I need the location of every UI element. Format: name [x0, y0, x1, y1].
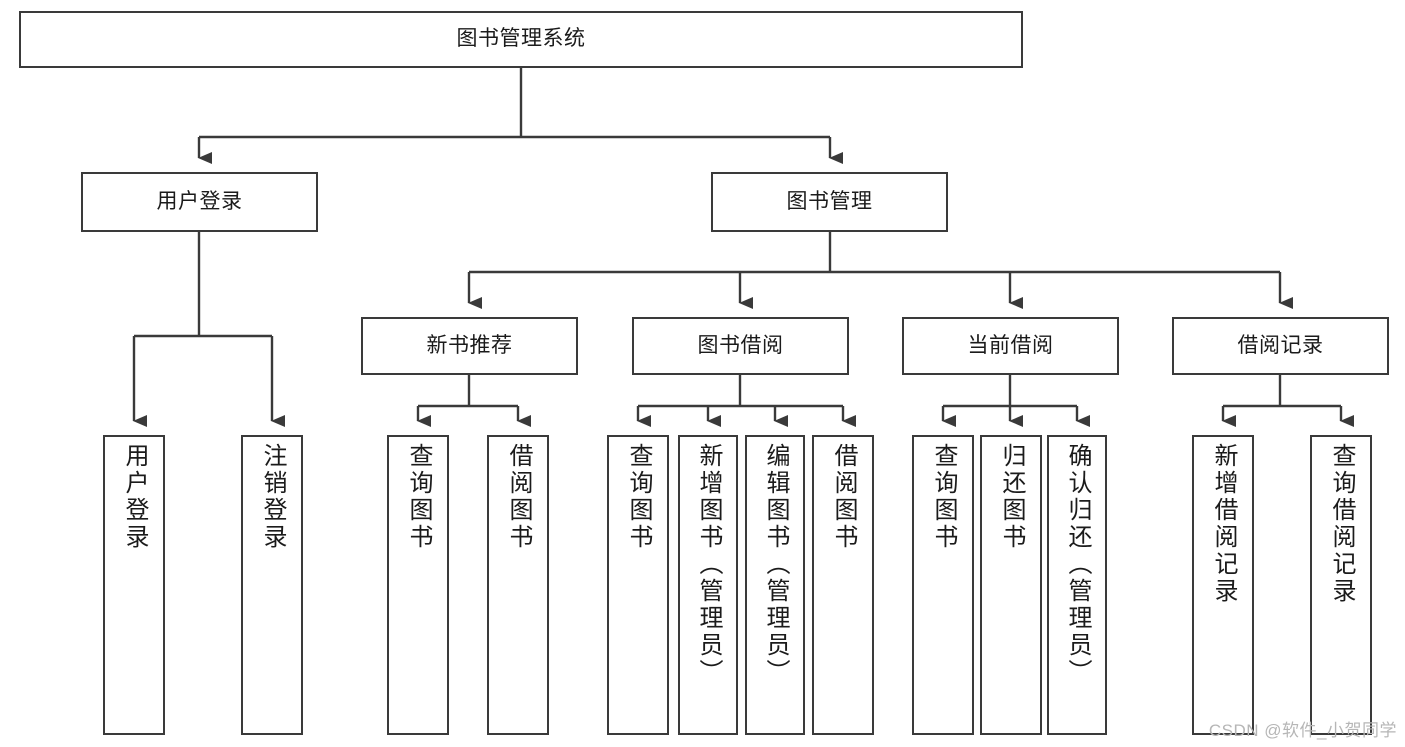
leaf-logout[interactable]: 注销登录: [241, 435, 303, 735]
leaf-add-record[interactable]: 新增借阅记录: [1192, 435, 1254, 735]
leaf-add-book-label: 新增图书（管理员）: [695, 443, 722, 686]
leaf-user-login-label: 用户登录: [121, 443, 148, 551]
node-new-book-recommend-label: 新书推荐: [426, 333, 513, 357]
leaf-logout-label: 注销登录: [259, 443, 286, 551]
leaf-confirm-return[interactable]: 确认归还（管理员）: [1047, 435, 1107, 735]
leaf-edit-book[interactable]: 编辑图书（管理员）: [745, 435, 805, 735]
leaf-add-book[interactable]: 新增图书（管理员）: [678, 435, 738, 735]
leaf-confirm-return-label: 确认归还（管理员）: [1064, 443, 1091, 686]
node-new-book-recommend[interactable]: 新书推荐: [361, 317, 578, 375]
node-root-label: 图书管理系统: [456, 27, 586, 51]
leaf-query-book-1[interactable]: 查询图书: [387, 435, 449, 735]
node-user-login-label: 用户登录: [156, 189, 243, 213]
node-current-borrow-label: 当前借阅: [967, 333, 1054, 357]
leaf-borrow-book-1-label: 借阅图书: [505, 443, 532, 551]
node-current-borrow[interactable]: 当前借阅: [902, 317, 1119, 375]
leaf-return-book-label: 归还图书: [998, 443, 1025, 551]
leaf-return-book[interactable]: 归还图书: [980, 435, 1042, 735]
leaf-borrow-book-2-label: 借阅图书: [830, 443, 857, 551]
node-book-borrow-label: 图书借阅: [697, 333, 784, 357]
leaf-query-book-2-label: 查询图书: [625, 443, 652, 551]
leaf-query-record-label: 查询借阅记录: [1328, 443, 1355, 605]
node-root[interactable]: 图书管理系统: [19, 11, 1023, 68]
node-book-borrow[interactable]: 图书借阅: [632, 317, 849, 375]
leaf-edit-book-label: 编辑图书（管理员）: [762, 443, 789, 686]
leaf-add-record-label: 新增借阅记录: [1210, 443, 1237, 605]
leaf-borrow-book-1[interactable]: 借阅图书: [487, 435, 549, 735]
leaf-user-login[interactable]: 用户登录: [103, 435, 165, 735]
watermark: CSDN @软件_小贺同学: [1208, 721, 1397, 740]
node-borrow-record-label: 借阅记录: [1237, 333, 1324, 357]
leaf-query-book-2[interactable]: 查询图书: [607, 435, 669, 735]
node-book-manage-label: 图书管理: [786, 189, 873, 213]
leaf-query-book-1-label: 查询图书: [405, 443, 432, 551]
leaf-query-book-3[interactable]: 查询图书: [912, 435, 974, 735]
leaf-query-record[interactable]: 查询借阅记录: [1310, 435, 1372, 735]
node-book-manage[interactable]: 图书管理: [711, 172, 948, 232]
node-user-login[interactable]: 用户登录: [81, 172, 318, 232]
node-borrow-record[interactable]: 借阅记录: [1172, 317, 1389, 375]
leaf-borrow-book-2[interactable]: 借阅图书: [812, 435, 874, 735]
leaf-query-book-3-label: 查询图书: [930, 443, 957, 551]
